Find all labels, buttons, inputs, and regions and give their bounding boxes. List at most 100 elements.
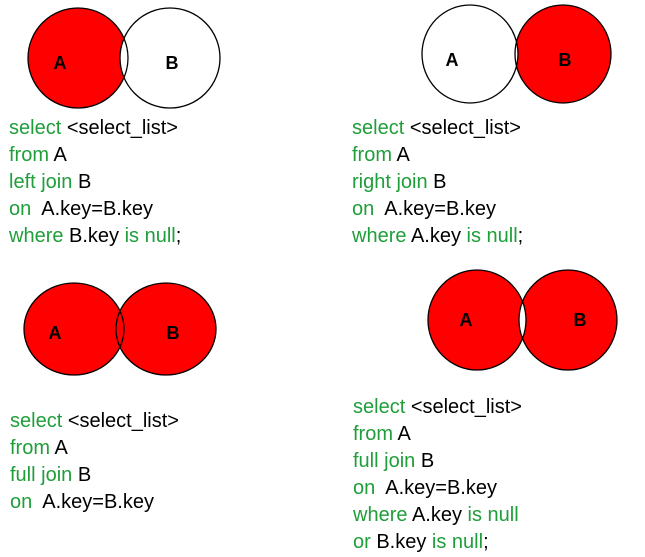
set-a-region <box>428 270 526 370</box>
code-line: where A.key is null; <box>352 223 523 250</box>
sql-keyword: on <box>9 198 37 220</box>
sql-keyword: is null <box>431 531 484 553</box>
set-b-label: B <box>559 50 572 70</box>
code-line: left join B <box>9 169 181 196</box>
sql-keyword: where <box>352 225 411 247</box>
set-b-region <box>515 5 611 103</box>
code-line: on A.key=B.key <box>352 196 523 223</box>
set-a-outline <box>27 7 129 109</box>
code-line: from A <box>10 435 179 462</box>
sql-text: ; <box>483 531 489 553</box>
sql-keyword: from <box>10 437 55 459</box>
set-b-region <box>120 8 220 108</box>
sql-text: A.key=B.key <box>379 198 496 220</box>
code-line: or B.key is null; <box>353 529 522 556</box>
sql-keyword: or <box>353 531 377 553</box>
sql-text: B <box>77 464 92 486</box>
sql-text: <select_list> <box>410 396 522 418</box>
set-a-label: A <box>49 323 62 343</box>
set-b-region <box>116 283 216 375</box>
set-b-outline <box>514 4 612 104</box>
sql-text: A <box>397 423 411 445</box>
sql-keyword: from <box>9 144 54 166</box>
code-line: from A <box>9 142 181 169</box>
set-b-label: B <box>574 310 587 330</box>
set-a-outline <box>23 282 125 376</box>
set-b-region <box>519 270 617 370</box>
code-line: right join B <box>352 169 523 196</box>
set-a-region <box>422 5 518 103</box>
sql-text: A.key=B.key <box>380 477 497 499</box>
set-b-outline <box>115 282 217 376</box>
set-a-label: A <box>54 53 67 73</box>
sql-text: A.key <box>411 504 468 526</box>
sql-keyword: where <box>9 225 70 247</box>
sql-text: ; <box>517 225 524 247</box>
sql-text: <select_list> <box>67 410 179 432</box>
sql-keyword: where <box>353 504 412 526</box>
sql-keyword: on <box>10 491 38 513</box>
set-a-outline <box>421 4 519 104</box>
sql-text: <select_list> <box>66 117 178 139</box>
code-line: select <select_list> <box>10 408 179 435</box>
sql-text: A.key=B.key <box>36 198 153 220</box>
code-line: on A.key=B.key <box>353 475 522 502</box>
code-line: where A.key is null <box>353 502 522 529</box>
code-line: on A.key=B.key <box>9 196 181 223</box>
code-line: select <select_list> <box>353 394 522 421</box>
sql-text: B <box>77 171 92 193</box>
sql-keyword: select <box>10 410 68 432</box>
sql-keyword: is null <box>124 225 176 247</box>
sql-keyword: is null <box>467 504 519 526</box>
sql-keyword: full join <box>10 464 78 486</box>
code-line: select <select_list> <box>352 115 523 142</box>
sql-text: ; <box>175 225 182 247</box>
code-line: where B.key is null; <box>9 223 181 250</box>
sql-text: <select_list> <box>409 117 521 139</box>
set-b-outline <box>518 269 618 371</box>
sql-keyword: from <box>352 144 397 166</box>
sql-text: A <box>53 144 67 166</box>
set-b-outline <box>119 7 221 109</box>
sql-keyword: left join <box>9 171 78 193</box>
set-a-label: A <box>446 50 459 70</box>
sql-text: B.key <box>376 531 432 553</box>
sql-text: B <box>420 450 435 472</box>
sql-keyword: select <box>9 117 67 139</box>
sql-text: B.key <box>69 225 125 247</box>
set-a-outline <box>427 269 527 371</box>
sql-keyword: on <box>352 198 380 220</box>
sql-keyword: from <box>353 423 398 445</box>
code-line: on A.key=B.key <box>10 489 179 516</box>
code-line: full join B <box>10 462 179 489</box>
sql-text: A <box>54 437 68 459</box>
code-line: full join B <box>353 448 522 475</box>
code-line: from A <box>353 421 522 448</box>
sql-text: A.key <box>410 225 467 247</box>
sql-keyword: is null <box>466 225 518 247</box>
sql-keyword: full join <box>353 450 421 472</box>
sql-keyword: select <box>353 396 411 418</box>
code-line: from A <box>352 142 523 169</box>
sql-text: A.key=B.key <box>37 491 154 513</box>
sql-text: B <box>433 171 447 193</box>
set-a-region <box>28 8 128 108</box>
set-a-label: A <box>460 310 473 330</box>
sql-text: A <box>396 144 410 166</box>
set-b-label: B <box>167 323 180 343</box>
sql-keyword: right join <box>352 171 434 193</box>
sql-keyword: select <box>352 117 410 139</box>
sql-keyword: on <box>353 477 381 499</box>
code-line: select <select_list> <box>9 115 181 142</box>
set-b-label: B <box>166 53 179 73</box>
set-a-region <box>24 283 124 375</box>
